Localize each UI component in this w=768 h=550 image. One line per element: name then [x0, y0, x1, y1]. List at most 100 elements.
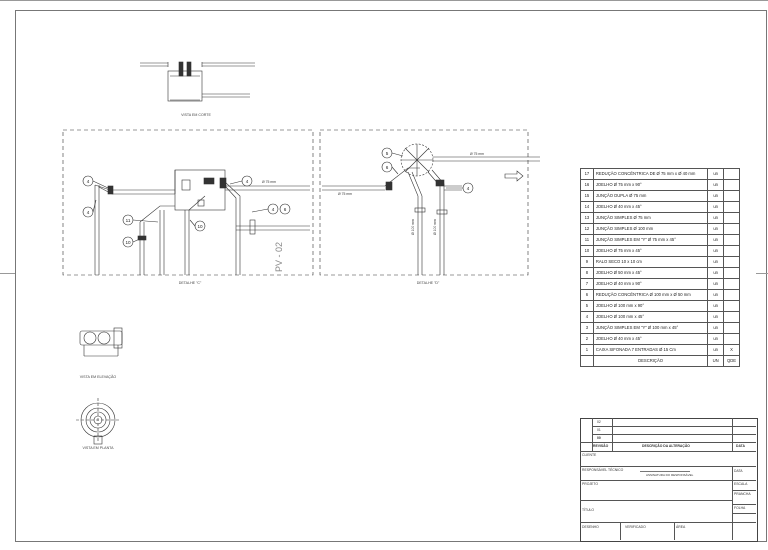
field-prancha: PRANCHA — [734, 492, 751, 496]
item-unit: un — [707, 201, 725, 213]
item-number: 14 — [580, 201, 594, 213]
dim-75a: Ø 75 mm — [470, 152, 484, 156]
item-number: 11 — [580, 234, 594, 246]
item-unit: un — [707, 344, 725, 356]
header-description: DESCRIÇÃO — [592, 355, 709, 367]
callout-4d: 4 — [272, 207, 275, 212]
item-unit: un — [707, 256, 725, 268]
item-unit: un — [707, 234, 725, 246]
rev-header-rev: REVISÃO — [593, 444, 609, 448]
field-folha: FOLHA — [734, 506, 746, 510]
header-quantity: QDE — [723, 355, 740, 367]
dim-75c: Ø 75 mm — [262, 180, 276, 184]
sheet-fold-mark — [0, 273, 15, 274]
callout-10b: 10 — [197, 224, 203, 229]
callout-10a: 10 — [125, 240, 131, 245]
rev-02: 02 — [597, 420, 601, 424]
field-aprovacao: ÁREA — [676, 525, 686, 529]
plan-view-drawing — [76, 398, 120, 445]
item-number: 1 — [580, 344, 594, 356]
item-number: 12 — [580, 223, 594, 235]
label-vista-corte: VISTA EM CORTE — [181, 113, 211, 117]
item-unit: un — [707, 267, 725, 279]
callout-4f: 4 — [467, 186, 470, 191]
item-description: JUNÇÃO SIMPLES Ø 75 mm — [592, 212, 709, 224]
label-detalhe-d: DETALHE "D" — [417, 281, 440, 285]
item-unit: un — [707, 289, 725, 301]
item-description: JUNÇÃO SIMPLES Ø 100 mm — [592, 223, 709, 235]
callout-4b: 4 — [87, 210, 90, 215]
item-description: JOELHO Ø 75 mm x 45° — [592, 245, 709, 257]
item-unit: un — [707, 333, 725, 345]
pipe-tag: PV - 02 — [274, 242, 284, 272]
item-quantity — [723, 267, 740, 279]
item-description: JUNÇÃO SIMPLES EM "Y" Ø 100 mm x 45° — [592, 322, 709, 334]
item-quantity — [723, 256, 740, 268]
elevation-view-drawing — [79, 327, 123, 357]
item-description: JOELHO Ø 40 mm x 45° — [592, 333, 709, 345]
callout-6: 6 — [284, 207, 287, 212]
item-description: RALO SECO 10 x 10 cm — [592, 256, 709, 268]
item-description: JOELHO Ø 100 mm x 90° — [592, 300, 709, 312]
callout-leaders — [92, 152, 463, 243]
item-description: JOELHO Ø 40 mm x 45° — [592, 201, 709, 213]
item-quantity — [723, 322, 740, 334]
item-description: CAIXA SIFONADA 7 ENTRADAS Ø 15 Cm — [592, 344, 709, 356]
item-description: REDUÇÃO CONCÊNTRICA Ø 100 mm x Ø 50 mm — [592, 289, 709, 301]
item-number: 16 — [580, 179, 594, 191]
dim-100b: Ø 100 mm — [433, 219, 437, 235]
item-quantity — [723, 234, 740, 246]
item-quantity — [723, 289, 740, 301]
item-description: JUNÇÃO DUPLA Ø 75 mm — [592, 190, 709, 202]
item-description: REDUÇÃO CONCÊNTRICA DE Ø 75 mm x Ø 40 mm — [592, 168, 709, 180]
item-description: JOELHO Ø 40 mm x 90° — [592, 278, 709, 290]
item-quantity — [723, 190, 740, 202]
item-description: JOELHO Ø 50 mm x 45° — [592, 267, 709, 279]
item-unit: un — [707, 300, 725, 312]
item-description: JUNÇÃO SIMPLES EM "Y" Ø 75 mm x 45° — [592, 234, 709, 246]
item-quantity: X — [723, 344, 740, 356]
rev-header-date: DATA — [736, 444, 745, 448]
item-quantity — [723, 278, 740, 290]
label-detalhe-c: DETALHE "C" — [179, 281, 202, 285]
detail-d-pipes — [322, 143, 540, 275]
sheet-border — [15, 10, 767, 542]
field-escala: ESCALA — [734, 482, 748, 486]
rev-01: 01 — [597, 428, 601, 432]
item-quantity — [723, 212, 740, 224]
callout-11: 11 — [126, 218, 131, 223]
item-number: 13 — [580, 212, 594, 224]
item-number: 7 — [580, 278, 594, 290]
item-quantity — [723, 333, 740, 345]
callout-6b: 6 — [386, 165, 389, 170]
field-projeto: PROJETO — [582, 482, 598, 486]
item-number: 10 — [580, 245, 594, 257]
dim-100a: Ø 100 mm — [411, 219, 415, 235]
field-verificado: VERIFICADO — [625, 525, 646, 529]
detail-c-pipes — [94, 169, 310, 275]
item-unit: un — [707, 190, 725, 202]
rev-header-desc: DESCRIÇÃO DA ALTERAÇÃO — [642, 444, 690, 448]
item-quantity — [723, 311, 740, 323]
item-unit: un — [707, 179, 725, 191]
field-desenho: DESENHO — [582, 525, 599, 529]
item-quantity — [723, 201, 740, 213]
item-unit: un — [707, 212, 725, 224]
header-blank — [580, 355, 594, 367]
item-unit: un — [707, 311, 725, 323]
dim-75b: Ø 75 mm — [338, 192, 352, 196]
item-description: JOELHO Ø 100 mm x 45° — [592, 311, 709, 323]
